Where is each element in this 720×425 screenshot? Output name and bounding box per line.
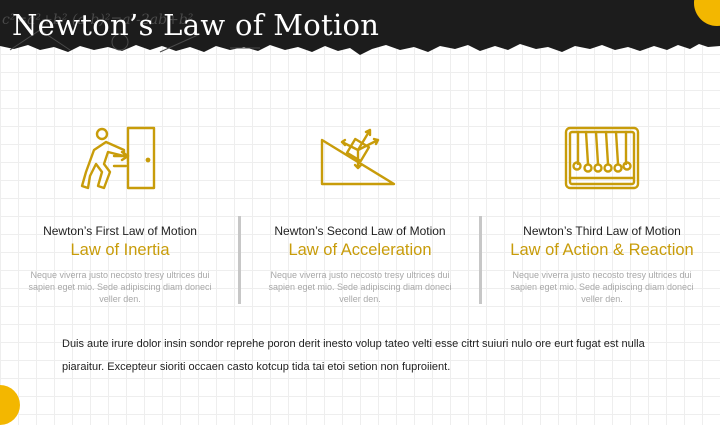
decorative-circle-bottom-left bbox=[0, 385, 20, 425]
law-title: Newton’s Second Law of Motion bbox=[274, 224, 446, 238]
newtons-cradle-icon bbox=[564, 126, 640, 190]
person-pushing-door-icon bbox=[80, 126, 156, 190]
law-title: Newton’s Third Law of Motion bbox=[523, 224, 681, 238]
torn-paper-banner bbox=[0, 0, 720, 55]
chalkboard-formulas: c²=a²+b² (a-b)²=a²-2ab+b² bbox=[2, 12, 260, 53]
footer-paragraph: Duis aute irure dolor insin sondor repre… bbox=[62, 338, 645, 373]
header-banner: c²=a²+b² (a-b)²=a²-2ab+b² Newton’s Law o… bbox=[0, 0, 720, 66]
svg-text:c²=a²+b² (a-b)²=a²-2ab+b²: c²=a²+b² (a-b)²=a²-2ab+b² bbox=[2, 12, 194, 28]
column-divider bbox=[238, 216, 241, 304]
law-name: Law of Inertia bbox=[70, 241, 170, 259]
law-name: Law of Action & Reaction bbox=[510, 241, 694, 259]
law-description: Neque viverra justo necosto tresy ultric… bbox=[268, 270, 452, 304]
column-divider bbox=[479, 216, 482, 304]
box-on-incline-icon bbox=[320, 128, 396, 186]
law-title: Newton’s First Law of Motion bbox=[43, 224, 197, 238]
law-name: Law of Acceleration bbox=[288, 241, 432, 259]
page-title: Newton’s Law of Motion bbox=[12, 8, 380, 42]
law-description: Neque viverra justo necosto tresy ultric… bbox=[28, 270, 212, 304]
law-description: Neque viverra justo necosto tresy ultric… bbox=[510, 270, 694, 304]
